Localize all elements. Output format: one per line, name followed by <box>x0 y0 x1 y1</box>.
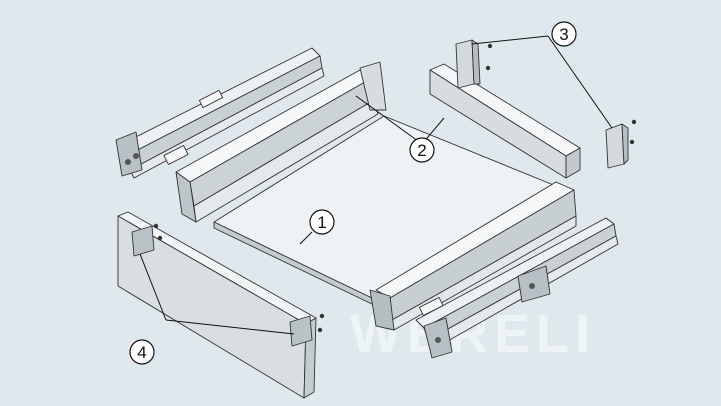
leader-2a <box>355 95 423 145</box>
right-runner-rail <box>415 217 619 359</box>
back-bracket-left <box>455 39 481 89</box>
callout-4: 4 <box>129 339 155 365</box>
callout-4-label: 4 <box>137 343 146 362</box>
leader-lines <box>139 35 613 335</box>
callout-2-label: 2 <box>417 141 426 160</box>
back-panel <box>429 63 581 179</box>
leader-1 <box>299 231 313 245</box>
left-side-wall <box>175 61 387 223</box>
callout-1: 1 <box>309 209 335 235</box>
leader-3b <box>547 35 613 129</box>
back-bracket-right <box>605 123 629 169</box>
screws <box>153 43 637 333</box>
front-panel <box>117 211 317 399</box>
callout-3: 3 <box>551 21 577 47</box>
leader-4a <box>139 253 167 321</box>
callout-3-label: 3 <box>559 25 568 44</box>
leader-4b <box>165 319 295 335</box>
left-runner-rail <box>115 47 325 179</box>
callout-1-label: 1 <box>317 213 326 232</box>
callout-2: 2 <box>409 137 435 163</box>
leader-3a <box>471 35 549 45</box>
